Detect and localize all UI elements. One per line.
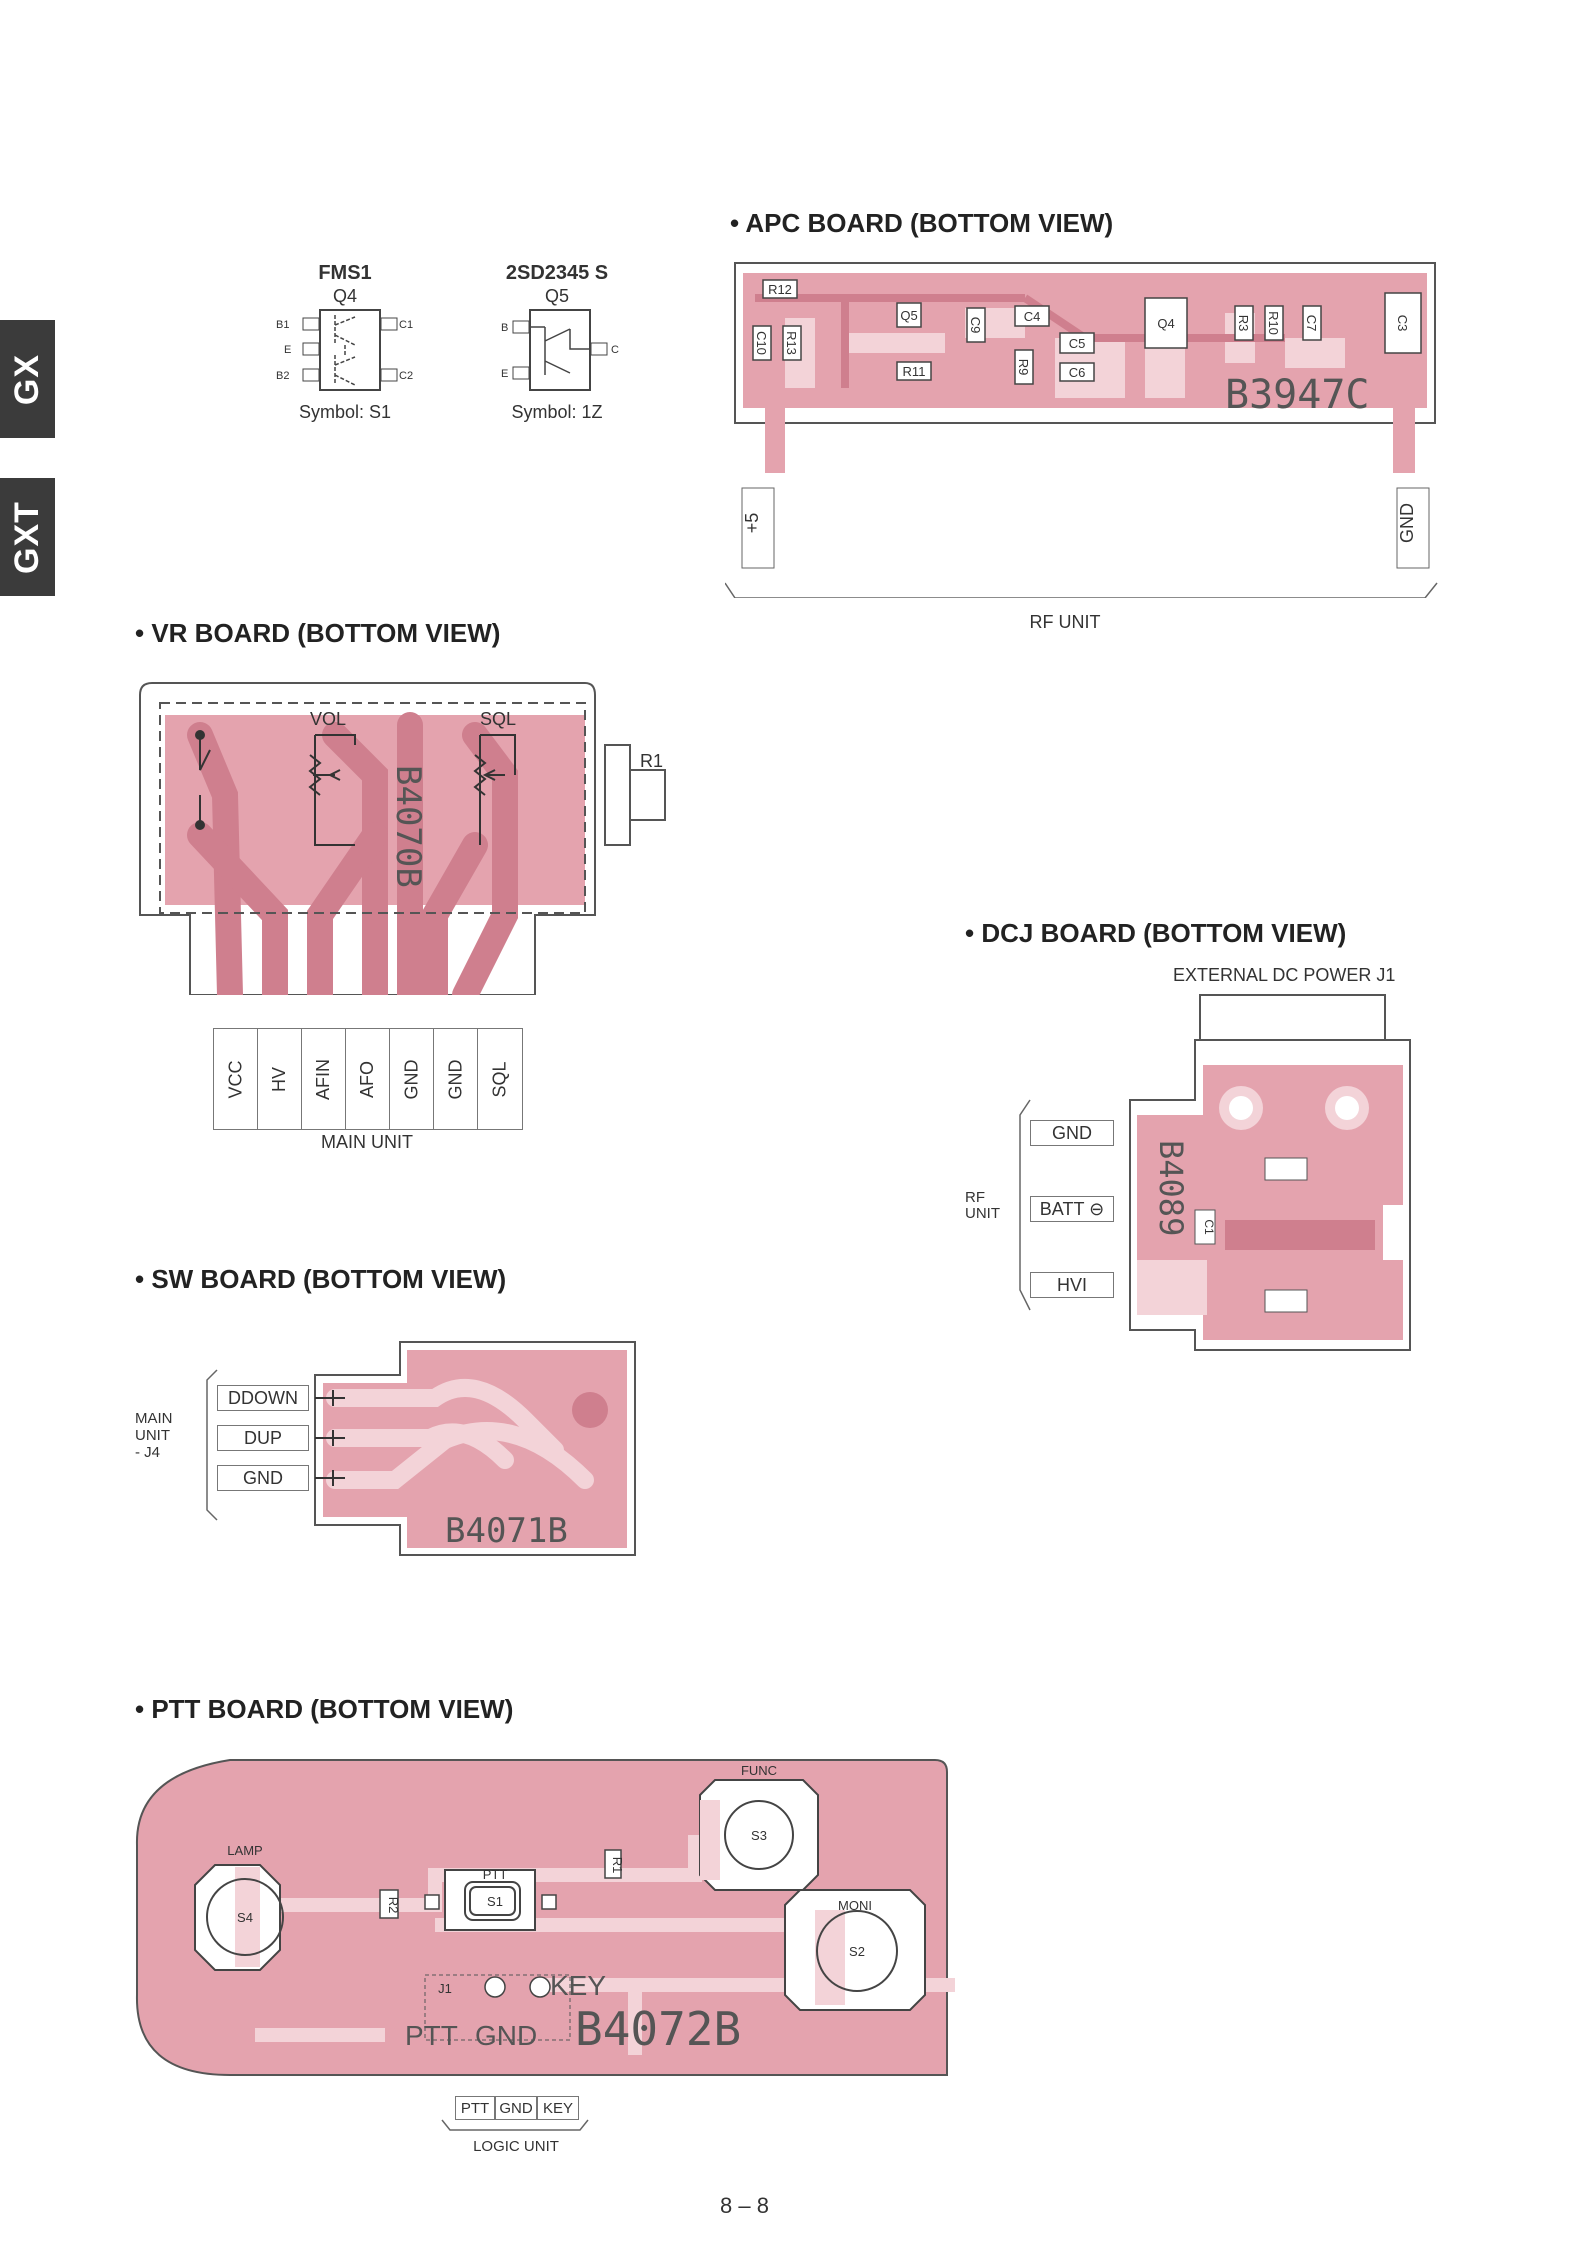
- svg-text:B: B: [501, 322, 508, 334]
- svg-text:R12: R12: [768, 282, 792, 297]
- side-tab-gx: GX: [0, 320, 55, 438]
- vr-board: VOL SQL R1 B4070B: [139, 682, 666, 995]
- svg-text:Q5: Q5: [900, 308, 917, 323]
- vr-pin-hv: HV: [257, 1028, 303, 1130]
- q5-ref: Q5: [544, 286, 570, 306]
- svg-text:FUNC: FUNC: [741, 1763, 777, 1778]
- svg-text:R1: R1: [610, 1857, 625, 1874]
- svg-text:C3: C3: [1395, 315, 1410, 332]
- svg-text:C: C: [611, 344, 619, 356]
- svg-text:R9: R9: [1016, 359, 1031, 376]
- fms1-title: FMS1: [318, 262, 372, 284]
- dcj-connector-label: EXTERNAL DC POWER J1: [1173, 965, 1396, 985]
- q5-symbol: Symbol: 1Z: [511, 402, 603, 422]
- svg-text:VOL: VOL: [310, 709, 346, 729]
- sw-unit-label: MAIN UNIT - J4: [135, 1410, 173, 1461]
- vr-pin-afo: AFO: [345, 1028, 391, 1130]
- side-tab-gxt: GXT: [0, 478, 55, 596]
- svg-text:B3947C: B3947C: [1225, 372, 1370, 418]
- fms1-ref: Q4: [332, 286, 358, 306]
- svg-text:B4070B: B4070B: [388, 765, 428, 888]
- ptt-board-heading: PTT BOARD (BOTTOM VIEW): [135, 1694, 513, 1725]
- svg-text:C1: C1: [1202, 1219, 1216, 1235]
- svg-text:PTT: PTT: [405, 2020, 458, 2051]
- dcj-board: C1 B4089: [1019, 994, 1411, 1351]
- svg-text:C7: C7: [1304, 315, 1319, 332]
- svg-text:C1: C1: [399, 319, 413, 331]
- svg-text:+5: +5: [742, 513, 762, 534]
- svg-text:S1: S1: [487, 1894, 503, 1909]
- sw-pin-dup: DUP: [217, 1425, 309, 1451]
- svg-text:E: E: [501, 368, 508, 380]
- svg-text:B1: B1: [276, 319, 289, 331]
- svg-text:C2: C2: [399, 370, 413, 382]
- fms1-package-icon: B1 E B2 C1 C2: [276, 309, 413, 391]
- vr-board-heading: VR BOARD (BOTTOM VIEW): [135, 618, 500, 649]
- svg-text:C5: C5: [1069, 336, 1086, 351]
- q5-package-icon: B E C: [501, 309, 619, 391]
- vr-pin-afin: AFIN: [301, 1028, 347, 1130]
- dcj-pin-hvi: HVI: [1030, 1272, 1114, 1298]
- svg-text:J1: J1: [438, 1981, 452, 1996]
- svg-text:GND: GND: [1397, 503, 1417, 543]
- svg-text:GND: GND: [475, 2020, 537, 2051]
- sw-pin-ddown: DDOWN: [217, 1385, 309, 1411]
- vr-unit-label: MAIN UNIT: [321, 1132, 413, 1152]
- svg-text:R2: R2: [386, 1897, 401, 1914]
- svg-text:MONI: MONI: [838, 1898, 872, 1913]
- ptt-unit-bracket: [441, 2119, 589, 2131]
- svg-text:R1: R1: [640, 751, 663, 771]
- vr-pin-sql: SQL: [477, 1028, 523, 1130]
- ptt-pin-gnd: GND: [495, 2096, 537, 2120]
- ptt-board: LAMP PTT FUNC MONI S4 S1 S3 S2 R2 R1 J1 …: [135, 1759, 955, 2076]
- sw-pin-gnd: GND: [217, 1465, 309, 1491]
- apc-board: R12 C10 R13 Q5 C9 C4 R11 R9 C5 C6 Q4 R3 …: [725, 262, 1438, 598]
- svg-text:B4072B: B4072B: [575, 2002, 741, 2056]
- svg-text:SQL: SQL: [480, 709, 516, 729]
- svg-text:B4089: B4089: [1152, 1140, 1190, 1236]
- svg-text:B2: B2: [276, 370, 289, 382]
- fms1-symbol: Symbol: S1: [298, 402, 392, 422]
- dcj-unit-label: RF UNIT: [965, 1189, 1000, 1222]
- apc-unit-label: RF UNIT: [1029, 612, 1101, 632]
- apc-board-heading: APC BOARD (BOTTOM VIEW): [730, 208, 1113, 239]
- vr-pin-gnd-2: GND: [433, 1028, 479, 1130]
- vr-pin-vcc: VCC: [213, 1028, 259, 1130]
- svg-text:KEY: KEY: [550, 1970, 606, 2001]
- svg-text:C9: C9: [968, 317, 983, 334]
- svg-text:C10: C10: [754, 331, 769, 355]
- q5-title: 2SD2345 S: [505, 262, 609, 284]
- svg-text:R11: R11: [903, 364, 926, 379]
- dcj-pin-gnd: GND: [1030, 1120, 1114, 1146]
- sw-board-heading: SW BOARD (BOTTOM VIEW): [135, 1264, 506, 1295]
- page-number: 8 – 8: [720, 2193, 769, 2218]
- ptt-unit-label: LOGIC UNIT: [473, 2138, 559, 2155]
- dcj-board-heading: DCJ BOARD (BOTTOM VIEW): [965, 918, 1346, 949]
- svg-text:R3: R3: [1236, 315, 1251, 332]
- svg-text:C6: C6: [1069, 365, 1086, 380]
- svg-text:R10: R10: [1266, 311, 1281, 335]
- svg-text:Q4: Q4: [1157, 316, 1174, 331]
- vr-pin-gnd-1: GND: [389, 1028, 435, 1130]
- svg-text:PTT: PTT: [483, 1867, 508, 1882]
- svg-text:R13: R13: [784, 331, 799, 355]
- dcj-pin-batt: BATT ⊖: [1030, 1196, 1114, 1222]
- svg-text:S2: S2: [849, 1944, 865, 1959]
- svg-text:B4071B: B4071B: [445, 1511, 568, 1551]
- svg-text:LAMP: LAMP: [227, 1843, 262, 1858]
- svg-text:C4: C4: [1024, 309, 1041, 324]
- ptt-pin-ptt: PTT: [455, 2096, 495, 2120]
- svg-text:S4: S4: [237, 1910, 253, 1925]
- sw-board: B4071B: [206, 1341, 636, 1556]
- svg-text:E: E: [284, 344, 291, 356]
- svg-text:S3: S3: [751, 1828, 767, 1843]
- ptt-pin-key: KEY: [537, 2096, 579, 2120]
